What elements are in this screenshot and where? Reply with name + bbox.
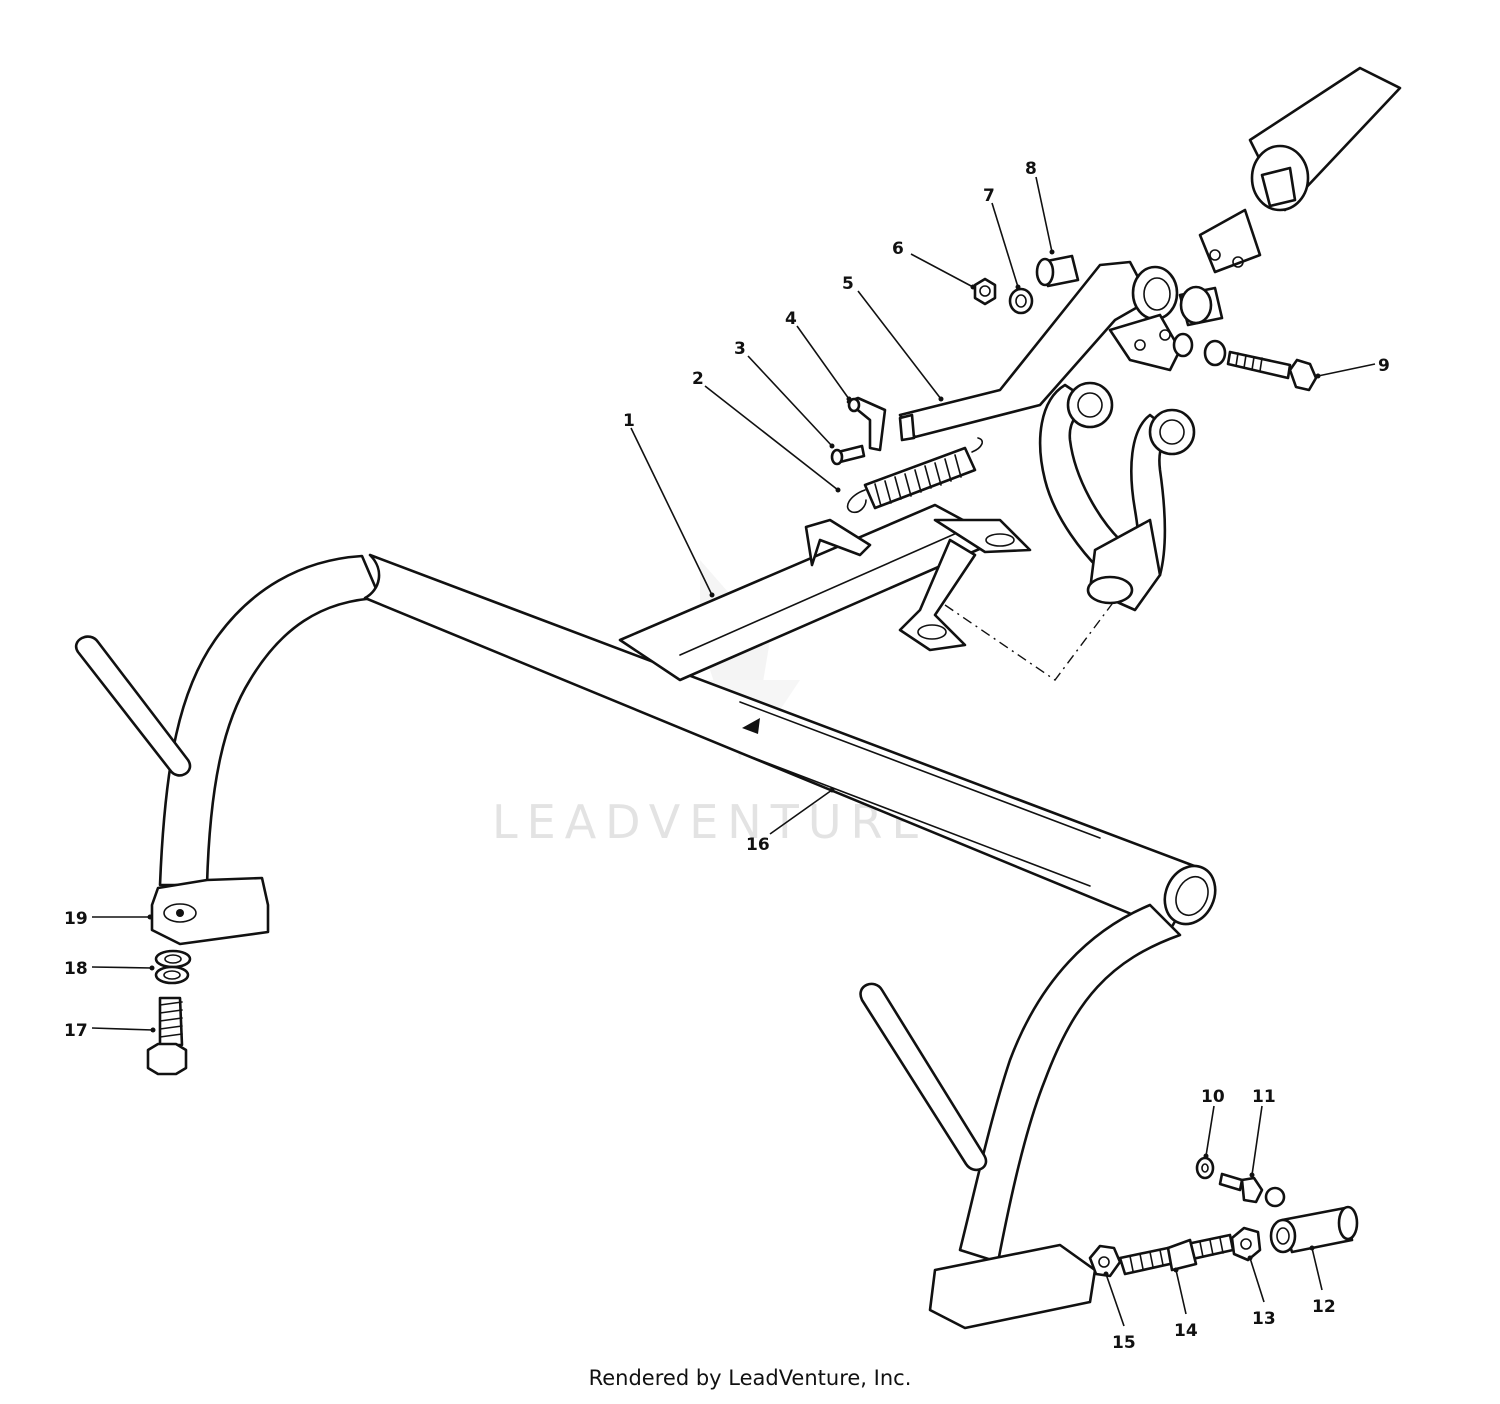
pivot-arm <box>898 260 1182 442</box>
callout-11: 11 <box>1252 1087 1276 1107</box>
footer-credit: Rendered by LeadVenture, Inc. <box>588 1366 912 1390</box>
callout-19: 19 <box>64 909 88 929</box>
bushing-right <box>1172 285 1224 358</box>
callout-13: 13 <box>1252 1309 1276 1329</box>
callout-5: 5 <box>842 274 854 294</box>
nut-15 <box>1088 1244 1122 1278</box>
callout-14: 14 <box>1174 1321 1198 1341</box>
nut-13 <box>1230 1226 1262 1262</box>
callout-18: 18 <box>64 959 88 979</box>
callout-12: 12 <box>1312 1297 1336 1317</box>
bolt-17 <box>146 996 188 1076</box>
front-axle-frame <box>74 553 1217 1330</box>
callout-10: 10 <box>1201 1087 1225 1107</box>
leader-lines <box>91 176 1376 1327</box>
callout-6: 6 <box>892 239 904 259</box>
watermark-text: LEADVENTURE <box>492 795 930 849</box>
callout-16: 16 <box>746 835 770 855</box>
callout-17: 17 <box>64 1021 88 1041</box>
callout-1: 1 <box>623 411 635 431</box>
washer-18 <box>154 949 192 985</box>
callout-15: 15 <box>1112 1333 1136 1353</box>
callout-7: 7 <box>983 186 995 206</box>
screw-3 <box>830 444 866 466</box>
callout-9: 9 <box>1378 356 1390 376</box>
bushing-8 <box>1035 254 1080 288</box>
callout-4: 4 <box>785 309 797 329</box>
spring-2 <box>846 437 984 514</box>
washer-7 <box>1008 287 1034 315</box>
nut-6 <box>973 277 997 306</box>
ball-stud-11 <box>1218 1172 1286 1208</box>
bolt-9 <box>1203 339 1318 392</box>
callout-2: 2 <box>692 369 704 389</box>
tie-rod-end-12 <box>1269 1205 1359 1254</box>
callout-3: 3 <box>734 339 746 359</box>
steering-column <box>1198 66 1402 274</box>
tie-rod-14 <box>1118 1233 1235 1276</box>
callout-labels: 1 2 3 4 5 6 7 8 9 10 11 12 13 14 15 16 1… <box>64 159 1390 1353</box>
snap-ring-10 <box>1195 1156 1215 1180</box>
steering-knuckle <box>944 381 1196 681</box>
latch-4 <box>846 396 887 452</box>
center-tube <box>618 503 1032 682</box>
callout-8: 8 <box>1025 159 1037 179</box>
